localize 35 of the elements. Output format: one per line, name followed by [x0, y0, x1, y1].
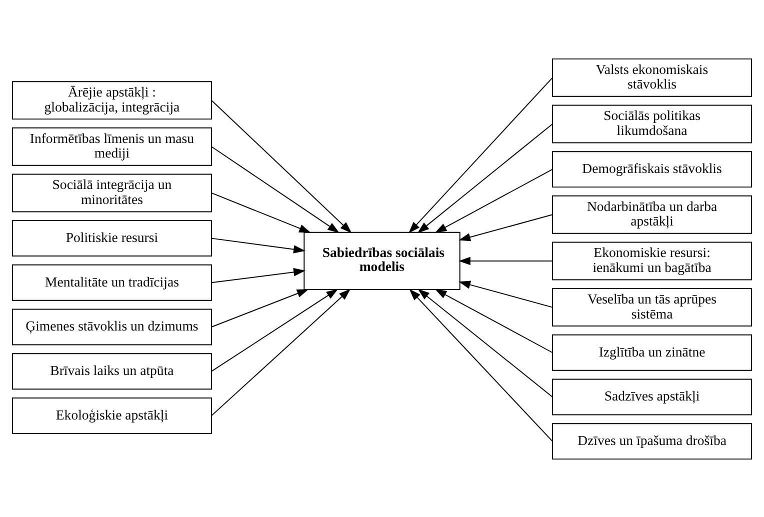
node-box: Ekonomiskie resursi: ienākumi un bagātība: [552, 241, 752, 280]
node-box: Sociālās politikas likumdošana: [552, 104, 752, 143]
arrow: [409, 288, 553, 442]
node-box: Nodarbinātība un darba apstākļi: [552, 194, 752, 234]
arrow: [211, 146, 340, 232]
node-box: Valsts ekonomiskais stāvoklis: [552, 58, 752, 96]
arrow: [211, 192, 312, 232]
node-box: Ekoloģiskie apstākļi: [12, 396, 212, 434]
arrow: [434, 168, 553, 232]
node-box: Ārējie apstākļi : globalizācija, integrācija: [12, 80, 212, 120]
arrow: [434, 288, 553, 353]
arrow: [458, 214, 553, 241]
node-box: Sadzīves apstākļi: [552, 378, 752, 415]
node-box: Sociālā integrācija un minoritātes: [12, 173, 212, 212]
node-box: Veselība un tās aprūpes sistēma: [552, 288, 752, 326]
node-box: Brīvais laiks un atpūta: [12, 352, 212, 390]
node-box: Dzīves un īpašuma drošība: [552, 422, 752, 460]
node-box: Ģimenes stāvoklis un dzimums: [12, 308, 212, 345]
node-box: Mentalitāte un tradīcijas: [12, 264, 212, 300]
arrow: [458, 280, 553, 308]
arrow: [417, 123, 553, 233]
node-box: Sabiedrības sociālais modelis: [304, 231, 460, 290]
node-box: Izglītība un zinātne: [552, 334, 752, 370]
arrow: [211, 99, 352, 233]
node-box: Demogrāfiskais stāvoklis: [552, 150, 752, 188]
arrow: [408, 76, 553, 233]
node-box: Politiskie resursi: [12, 220, 212, 256]
arrow: [211, 237, 306, 253]
arrow: [211, 288, 309, 327]
arrow: [418, 288, 553, 397]
node-box: Informētības līmenis un masu mediji: [12, 126, 212, 166]
arrow: [211, 288, 351, 416]
arrow: [458, 256, 553, 265]
arrow: [211, 268, 306, 283]
arrow: [211, 288, 338, 372]
